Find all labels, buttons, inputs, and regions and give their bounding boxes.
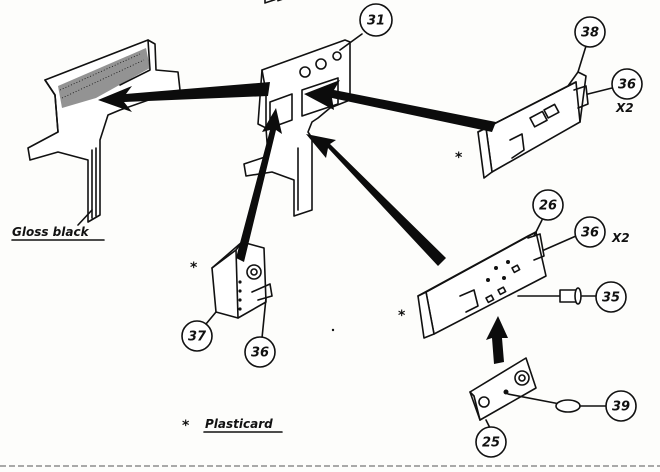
callout-31: 31	[339, 3, 393, 51]
svg-text:37: 37	[188, 330, 207, 345]
callout-37: 37	[181, 311, 217, 352]
quantity-x2-top: X2	[615, 101, 634, 115]
side-switch-box	[477, 71, 589, 179]
arrow-controlbox-to-panel	[306, 134, 446, 266]
plasticard-marker-controlbox: *	[398, 308, 406, 324]
arrow-dialbox-to-panel	[236, 108, 282, 262]
arrow-switchbox-to-panel	[304, 80, 496, 132]
knob-part	[517, 287, 582, 305]
svg-text:36: 36	[251, 346, 269, 361]
arrow-panel-to-backing	[98, 82, 270, 112]
callout-38: 38	[574, 16, 606, 73]
quantity-x2-mid: X2	[611, 231, 630, 245]
stray-dot	[331, 328, 335, 332]
arrow-plate-to-controlbox	[486, 316, 508, 364]
callout-39: 39	[579, 390, 637, 422]
svg-text:36: 36	[581, 226, 599, 241]
callout-36-top: 36	[587, 68, 643, 100]
plasticard-marker-dialbox: *	[190, 260, 198, 276]
center-control-box	[417, 231, 547, 339]
svg-text:31: 31	[367, 14, 385, 29]
callout-35: 35	[581, 281, 627, 313]
svg-text:36: 36	[618, 78, 636, 93]
panel-backing-part	[27, 39, 181, 223]
svg-text:25: 25	[482, 436, 500, 451]
knob-small-part	[507, 393, 581, 413]
gloss-black-texture	[58, 48, 150, 108]
svg-text:26: 26	[539, 199, 557, 214]
svg-text:38: 38	[581, 26, 599, 41]
plasticard-legend-star: *	[182, 418, 190, 434]
callout-36-low: 36	[244, 297, 276, 368]
callout-36-mid: 36	[543, 216, 606, 251]
assembly-arrows	[98, 80, 508, 364]
gloss-black-label: Gloss black	[12, 225, 90, 239]
svg-text:35: 35	[602, 291, 620, 306]
plasticard-legend-label: Plasticard	[205, 417, 273, 431]
callout-26: 26	[532, 189, 564, 237]
small-plate-part	[469, 357, 537, 421]
callout-25: 25	[475, 419, 507, 458]
plasticard-marker-switchbox: *	[455, 150, 463, 166]
svg-text:39: 39	[612, 400, 630, 415]
